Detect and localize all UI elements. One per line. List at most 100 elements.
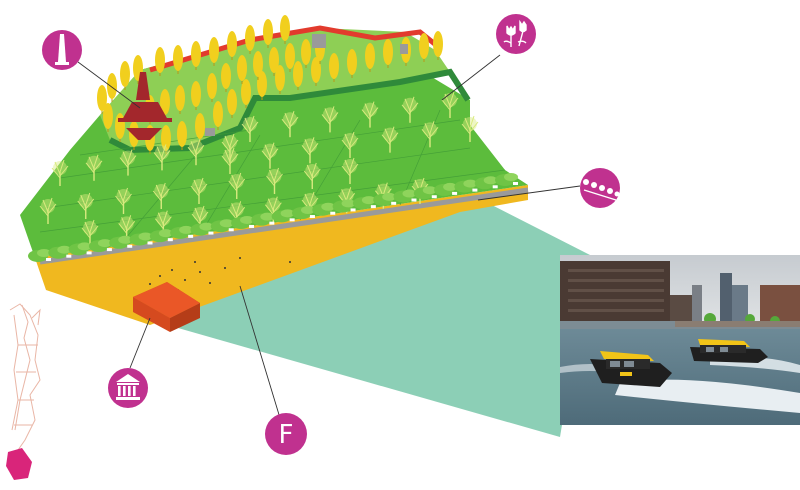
boulevard-tree	[332, 199, 356, 213]
water-taxi-photo	[560, 255, 800, 425]
poplar-tree	[221, 63, 231, 92]
poplar-tree	[257, 71, 267, 100]
poplar-tree	[329, 53, 339, 82]
monument-structure	[118, 72, 172, 140]
orchard-tree	[401, 96, 419, 123]
boulevard-tree	[170, 225, 194, 239]
orchard-tree	[361, 101, 379, 128]
water-wedge	[150, 200, 590, 437]
boulevard-tree	[393, 189, 417, 203]
boulevard-tree	[474, 176, 498, 190]
poplar-tree	[365, 43, 375, 72]
poplar-tree	[280, 15, 290, 44]
obelisk-icon	[55, 34, 69, 65]
poplar-tree	[213, 101, 223, 130]
poplar-tree	[207, 73, 217, 102]
boulevard-tree	[109, 235, 133, 249]
orchard-tree	[321, 106, 339, 133]
orchard-tree	[381, 126, 399, 153]
pavilion-building	[133, 282, 200, 332]
poplar-tree	[97, 85, 107, 114]
poplar-tree	[419, 33, 429, 62]
tree-row-icon	[583, 179, 620, 201]
orchard-tree	[51, 159, 69, 186]
boulevard-tree	[28, 249, 51, 262]
poplar-tree	[285, 43, 295, 72]
water-taxi-back	[690, 339, 768, 363]
marker-letter-label: F	[279, 420, 294, 450]
monument-marker[interactable]	[42, 30, 82, 70]
poplar-tree	[155, 47, 165, 76]
boulevard-marker[interactable]	[580, 168, 620, 208]
orchard-tree	[228, 172, 246, 199]
museum-marker[interactable]	[108, 368, 148, 408]
poplar-tree	[263, 19, 273, 48]
poplar-tree	[191, 81, 201, 110]
poplar-tree	[275, 65, 285, 94]
orchard-tree	[341, 131, 359, 158]
boat-wakes	[560, 357, 800, 413]
orchard-tree	[421, 121, 439, 148]
boulevard-tree	[210, 219, 234, 233]
poplar-tree	[383, 39, 393, 68]
museum-icon	[116, 374, 140, 400]
boulevard-tree	[129, 232, 153, 246]
park-buildings	[205, 34, 408, 136]
poplar-tree	[245, 25, 255, 54]
orchard-tree	[119, 149, 137, 176]
boulevard-tree	[434, 182, 458, 196]
boulevard-tree	[68, 242, 92, 256]
water-taxi-front	[590, 351, 672, 387]
poplar-tree	[433, 31, 443, 60]
poplar-tree	[347, 49, 357, 78]
boulevard-tree	[88, 239, 112, 253]
boulevard-tree	[413, 186, 437, 200]
poplar-tree	[301, 39, 311, 68]
orchard-tree	[266, 167, 283, 194]
leader-lines	[77, 54, 581, 419]
boulevard-tree	[495, 173, 518, 186]
orchard-tree	[221, 133, 239, 160]
orchard-tree	[221, 147, 239, 174]
boulevard-tree	[291, 206, 315, 220]
orchard-tree	[281, 111, 299, 138]
poplar-tree	[209, 37, 219, 66]
poplar-tree	[107, 73, 117, 102]
poplar-tree	[227, 89, 237, 118]
poplar-tree	[173, 45, 183, 74]
poplar-tree	[120, 61, 130, 90]
orchard-tree	[187, 139, 205, 166]
letter-marker[interactable]: F	[265, 413, 307, 455]
orchard-tree	[341, 157, 359, 184]
orchard-trees	[39, 91, 479, 246]
poplar-tree	[237, 55, 247, 84]
boulevard-tree	[312, 202, 336, 216]
poplar-tree	[175, 85, 185, 114]
orchard-tree	[153, 144, 171, 171]
orchard-tree	[301, 137, 319, 164]
boulevard-tree	[454, 179, 478, 193]
boulevard-tree	[373, 192, 397, 206]
poplar-tree	[161, 125, 171, 154]
orchard-tree	[241, 115, 259, 142]
boulevard-tree	[352, 196, 376, 210]
boulevard-tree	[48, 245, 72, 259]
orchard-tree	[77, 192, 95, 219]
boulevard-tree	[271, 209, 295, 223]
poplar-tree	[253, 51, 263, 80]
orchard-tree	[115, 187, 132, 214]
boulevard-tree	[231, 215, 255, 229]
locator-map	[9, 303, 41, 456]
poplar-tree	[241, 79, 251, 108]
skyline	[560, 261, 800, 326]
orchard-tree	[39, 197, 57, 224]
orchard-tree	[190, 177, 208, 204]
flowers-marker[interactable]	[496, 14, 536, 54]
locator-highlight	[6, 448, 32, 480]
promenade-path	[39, 187, 529, 265]
poplar-tree	[269, 47, 279, 76]
boulevard-tree	[251, 212, 275, 226]
poplar-tree	[191, 41, 201, 70]
